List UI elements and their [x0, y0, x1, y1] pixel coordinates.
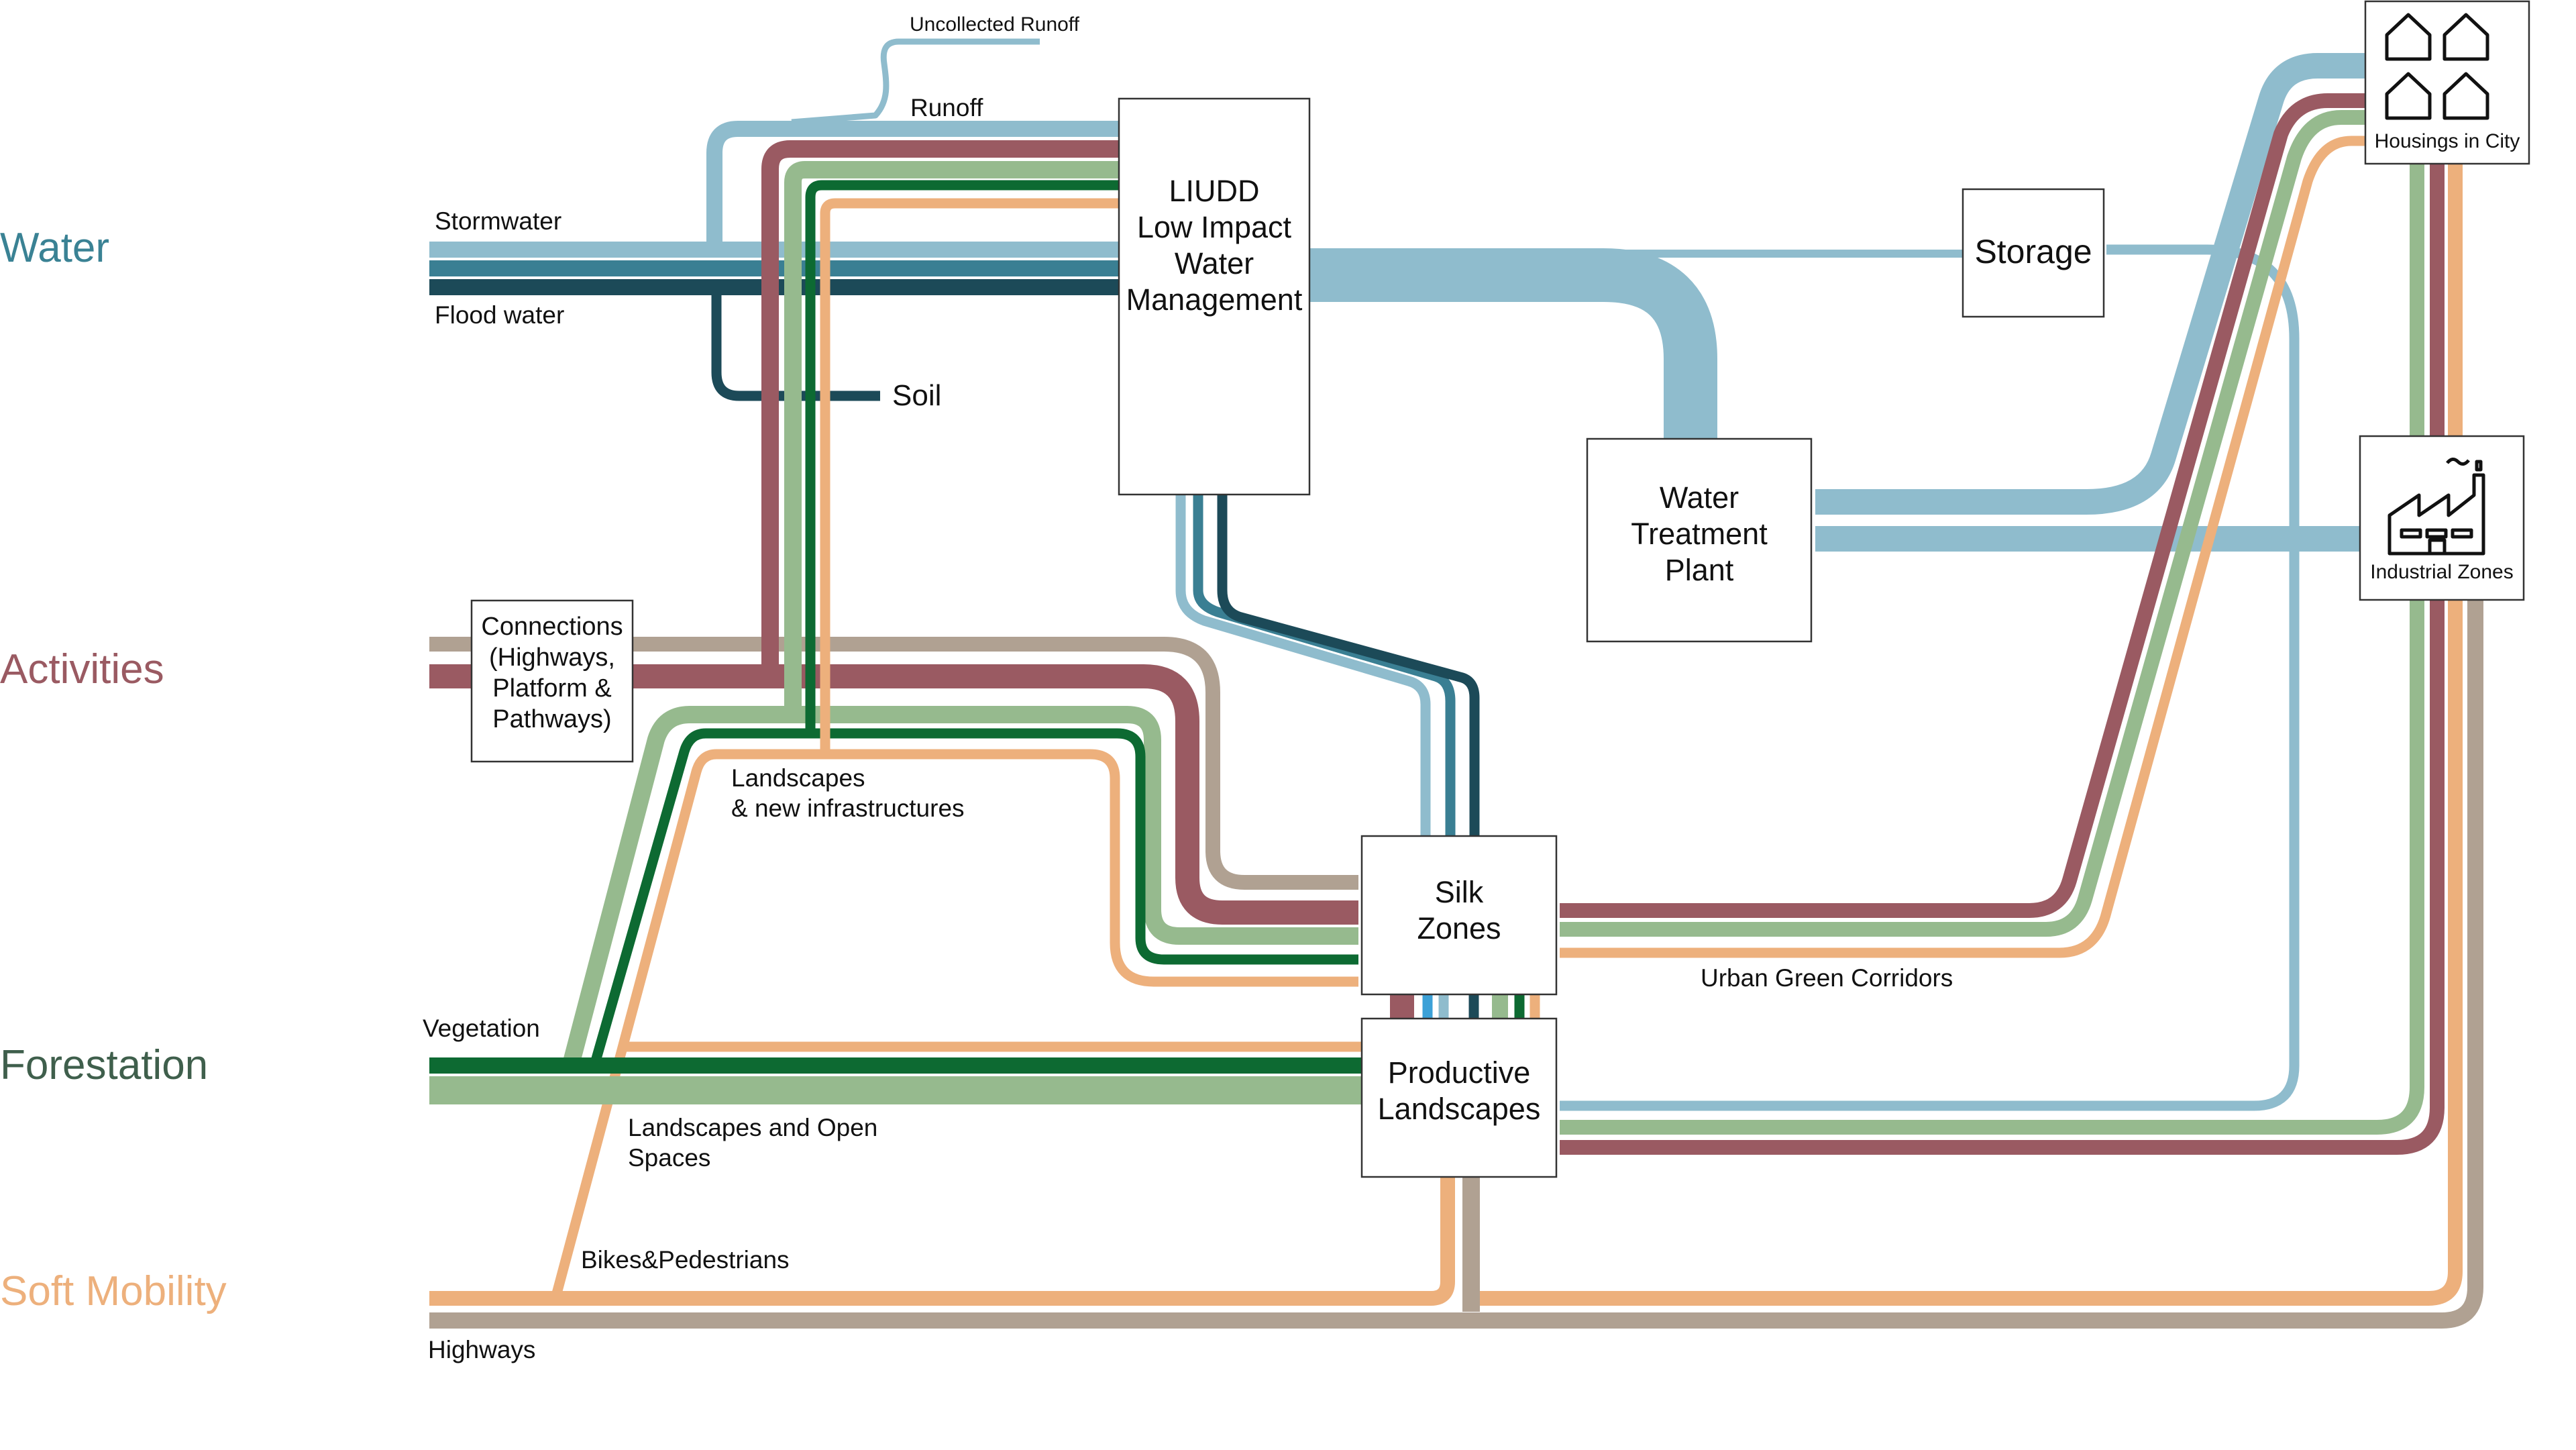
label-soil: Soil [892, 379, 941, 412]
node-connections-line-3: Platform & [492, 674, 611, 703]
label-landscapes-infra-2: & new infrastructures [731, 794, 965, 822]
label-vegetation: Vegetation [423, 1015, 540, 1042]
label-highways: Highways [428, 1336, 535, 1363]
houses-icon [2385, 13, 2489, 120]
labels-layer: Water Activities Forestation Soft Mobili… [0, 13, 1953, 1363]
node-storage: Storage [1962, 188, 2105, 318]
flow-housings-mobility [1466, 162, 2463, 1306]
label-stormwater: Stormwater [435, 207, 561, 235]
node-treatment-line-1: Water [1660, 480, 1739, 515]
node-connections-line-2: (Highways, [489, 643, 615, 672]
flow-runoff [706, 121, 1119, 250]
node-industrial: Industrial Zones [2359, 435, 2525, 601]
node-silk-zones: Silk Zones [1360, 835, 1558, 996]
flow-liudd-activities [761, 140, 1119, 676]
node-connections-line-1: Connections [481, 613, 623, 641]
label-urban-green-corridors: Urban Green Corridors [1701, 964, 1953, 992]
flow-landscapes-silk-orange [825, 749, 1358, 987]
node-silk-line-2: Zones [1417, 911, 1501, 945]
node-water-treatment: Water Treatment Plant [1586, 437, 1813, 643]
factory-icon [2387, 458, 2485, 556]
flow-soil [711, 285, 880, 401]
node-liudd: LIUDD Low Impact Water Management [1118, 97, 1311, 496]
flow-landscapes-silk-green [793, 706, 1358, 945]
node-housings: Housings in City [2364, 0, 2530, 165]
node-storage-label: Storage [1974, 233, 2092, 270]
node-housings-label: Housings in City [2375, 130, 2520, 152]
label-bikes-pedestrians: Bikes&Pedestrians [581, 1246, 790, 1274]
flow-liudd-landscapes-green [561, 161, 1119, 1070]
node-liudd-line-4: Management [1126, 282, 1303, 317]
flow-treatment-housings [1815, 53, 2367, 515]
label-landscapes-open-2: Spaces [628, 1144, 710, 1172]
flow-productive-mobility [429, 1176, 1455, 1306]
node-liudd-line-2: Low Impact [1137, 210, 1292, 244]
node-productive-line-2: Landscapes [1378, 1092, 1541, 1126]
nodes-layer: LIUDD Low Impact Water Management Storag… [470, 0, 2530, 1178]
node-treatment-line-2: Treatment [1631, 517, 1768, 551]
label-landscapes-infra-1: Landscapes [731, 764, 865, 792]
flow-liudd-landscapes-darkgreen [589, 180, 1119, 1068]
flow-activities-connections [429, 637, 1358, 890]
node-liudd-line-3: Water [1175, 246, 1254, 280]
flow-activities-main [429, 664, 1358, 925]
flow-liudd-silk-dark [1217, 493, 1480, 836]
label-landscapes-open-1: Landscapes and Open [628, 1114, 877, 1141]
flow-silk-housings-green [1560, 110, 2367, 937]
flow-liudd-silk-light [1175, 493, 1431, 836]
flow-liudd-treatment [1308, 248, 1717, 439]
node-industrial-label: Industrial Zones [2370, 561, 2513, 583]
node-connections-line-4: Pathways) [492, 705, 611, 733]
label-flood-water: Flood water [435, 301, 564, 329]
flow-landscapes-silk-darkgreen [810, 728, 1358, 965]
label-runoff: Runoff [910, 94, 983, 121]
category-soft-mobility: Soft Mobility [0, 1268, 227, 1314]
flow-housings-productive-green [1560, 162, 2424, 1135]
node-productive-line-1: Productive [1388, 1055, 1531, 1090]
node-productive-landscapes: Productive Landscapes [1360, 1017, 1558, 1178]
flow-housings-productive-maroon [1560, 162, 2445, 1155]
node-liudd-line-1: LIUDD [1169, 174, 1259, 208]
flow-uncollected-runoff [791, 38, 1040, 125]
flow-highways [429, 601, 2483, 1329]
flow-silk-housings-maroon [1560, 93, 2367, 918]
flow-silk-housings-orange [1560, 136, 2367, 958]
category-water: Water [0, 225, 109, 271]
node-silk-line-1: Silk [1435, 875, 1484, 909]
category-forestation: Forestation [0, 1042, 208, 1088]
node-connections: Connections (Highways, Platform & Pathwa… [470, 599, 634, 763]
category-activities: Activities [0, 646, 164, 692]
flows-layer [429, 38, 2483, 1329]
label-uncollected-runoff: Uncollected Runoff [910, 13, 1080, 36]
node-treatment-line-3: Plant [1665, 553, 1734, 587]
